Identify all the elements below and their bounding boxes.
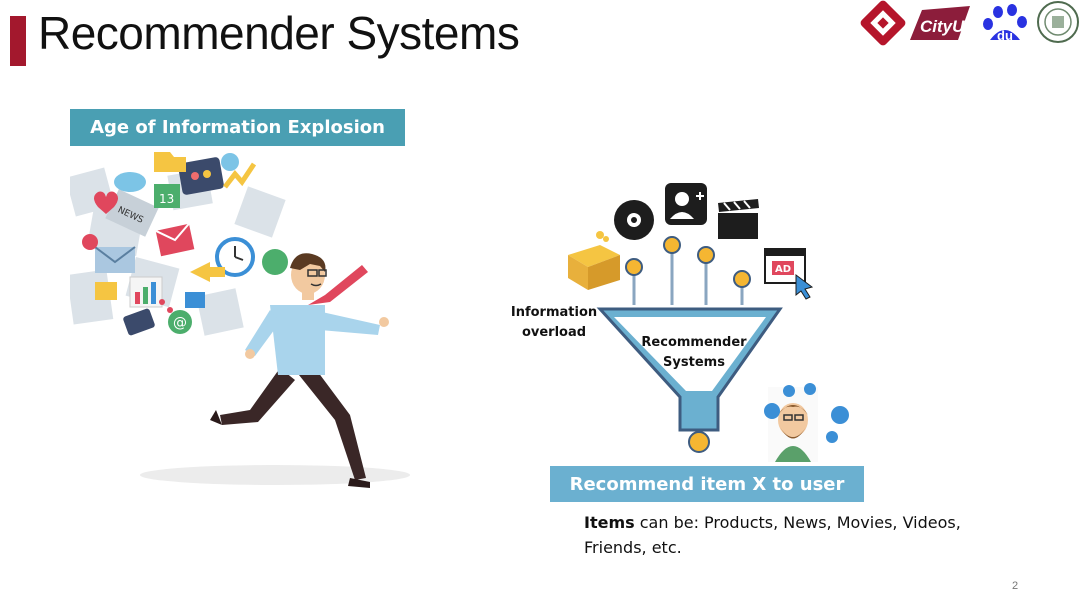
- cityu-logo: CityU: [910, 6, 970, 40]
- collage-calendar-label: 13: [159, 192, 174, 206]
- information-overload-label: Information overload: [508, 303, 600, 343]
- man-torso: [245, 305, 389, 375]
- page-number: 2: [1012, 580, 1019, 592]
- smartphone-icon: [123, 308, 155, 336]
- funnel-label-line1: Recommender: [641, 335, 747, 350]
- title-accent-bar: [10, 16, 26, 66]
- question-icon: [82, 234, 98, 250]
- box-icon: [568, 231, 620, 290]
- recommender-funnel-diagram: AD: [568, 183, 849, 462]
- cloud-icon: [114, 172, 146, 192]
- info-explosion-banner: Age of Information Explosion: [70, 109, 405, 146]
- heart-icon: [94, 191, 118, 214]
- polyu-logo: [860, 0, 906, 46]
- funnel-nodes: [625, 236, 751, 288]
- mail-red-icon: [155, 223, 195, 257]
- arrow-icon: [190, 262, 225, 282]
- overload-label-line1: Information: [510, 305, 598, 320]
- gift-icon: [95, 282, 117, 300]
- trend-chart-icon: [223, 162, 257, 189]
- items-description: Items can be: Products, News, Movies, Vi…: [584, 510, 1004, 560]
- man-tie: [308, 265, 368, 305]
- globe-icon: [221, 153, 239, 171]
- funnel-output-node: [688, 431, 710, 453]
- man-shadow: [140, 465, 410, 485]
- news-icon: NEWS: [105, 189, 159, 237]
- slide-title: Recommender Systems: [38, 7, 520, 59]
- folder-icon: [154, 152, 186, 172]
- baidu-logo: du: [983, 4, 1027, 43]
- percent-icon: [159, 299, 173, 313]
- items-description-bold: Items: [584, 513, 635, 532]
- music-disc-icon: [614, 200, 654, 240]
- recommend-item-banner: Recommend item X to user: [550, 466, 864, 502]
- information-collage: NEWS 13: [70, 152, 288, 336]
- university-seal-logo: [1037, 1, 1079, 43]
- header-logos: CityU du: [860, 0, 1079, 46]
- ad-browser-icon: AD: [764, 248, 814, 300]
- man-legs: [210, 368, 370, 488]
- at-icon: @: [168, 310, 192, 334]
- tablet-icon: [178, 157, 224, 195]
- confused-user-icon: [764, 383, 849, 462]
- running-man-illustration: [140, 253, 410, 488]
- ad-label: AD: [775, 264, 791, 275]
- clapperboard-icon: [718, 199, 759, 239]
- envelope-icon: [94, 246, 136, 273]
- clock-icon: [215, 237, 255, 277]
- cityu-logo-text: CityU: [920, 17, 965, 36]
- overload-label-line2: overload: [521, 325, 587, 340]
- man-head: [290, 253, 327, 300]
- calendar-icon: 13: [154, 184, 180, 208]
- collage-email-label: @: [173, 315, 187, 331]
- lock-icon: [185, 292, 205, 308]
- funnel-label-line2: Systems: [663, 355, 725, 370]
- funnel-shape: [596, 307, 783, 432]
- funnel-label: Recommender Systems: [632, 333, 756, 373]
- baidu-logo-text: du: [997, 28, 1013, 43]
- add-friend-icon: [665, 183, 707, 225]
- items-description-text: can be: Products, News, Movies, Videos, …: [584, 513, 961, 557]
- chart-doc-icon: [129, 276, 163, 308]
- phone-icon: [262, 249, 288, 275]
- funnel-connectors: [632, 245, 744, 305]
